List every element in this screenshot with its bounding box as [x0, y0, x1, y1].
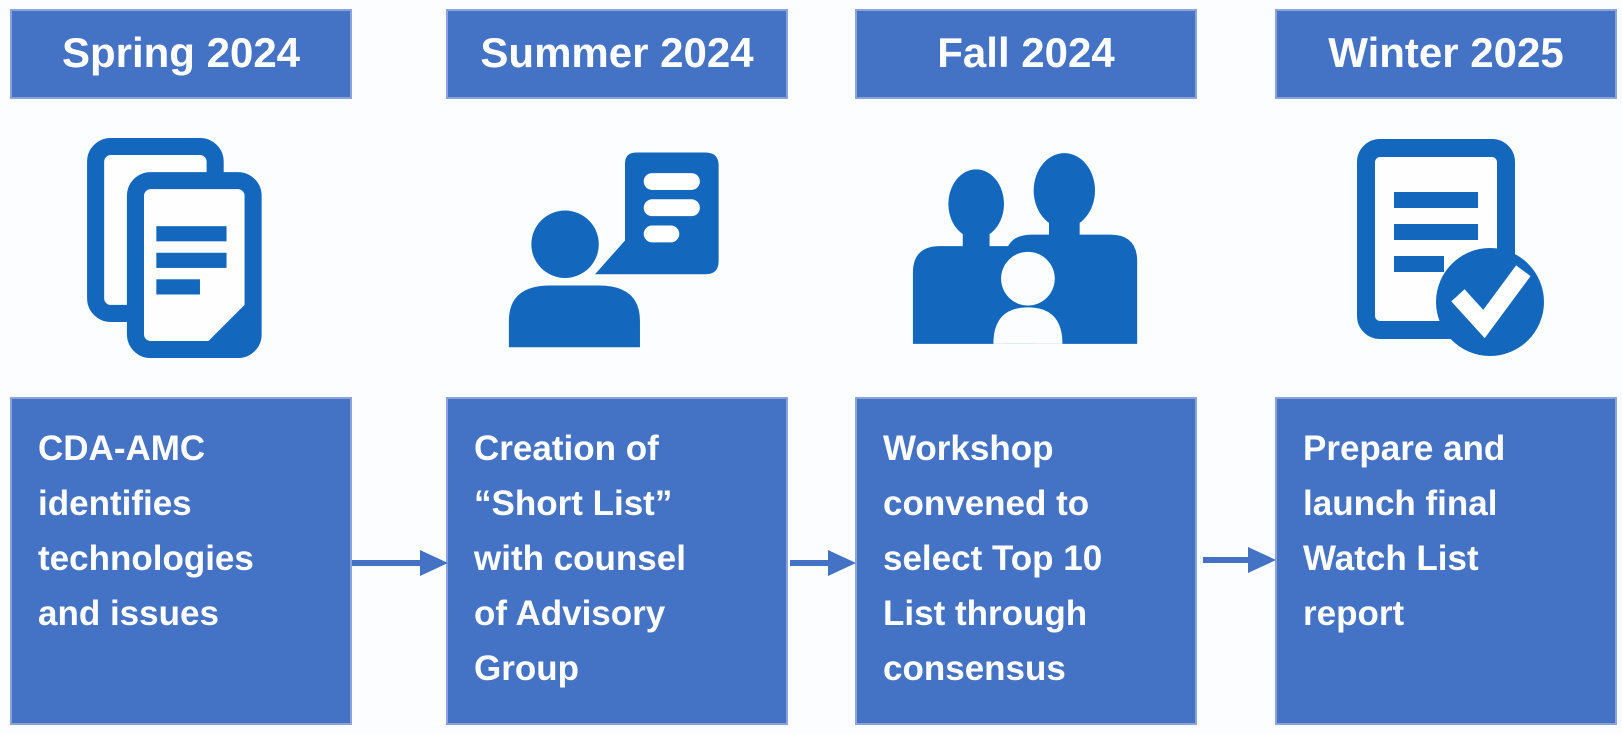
documents-icon [10, 99, 352, 397]
people-group-icon-svg [912, 153, 1138, 344]
flow-arrow [352, 550, 448, 576]
step-description: CDA-AMC identifies technologies and issu… [10, 397, 352, 725]
document-checkmark-icon-svg [1357, 139, 1544, 356]
timeline-column-summer-2024: Summer 2024 Creation of “Short List” wit… [446, 0, 788, 734]
period-header: Winter 2025 [1275, 9, 1617, 99]
step-description: Workshop convened to select Top 10 List … [855, 397, 1197, 725]
step-description: Prepare and launch final Watch List repo… [1275, 397, 1617, 725]
person-speech-bubble-icon [446, 99, 788, 397]
timeline-column-winter-2025: Winter 2025 Prepare and launch final Wat… [1275, 0, 1617, 734]
people-group-icon [855, 99, 1197, 397]
person-speech-bubble-icon-svg [508, 152, 719, 348]
period-header: Fall 2024 [855, 9, 1197, 99]
timeline-column-spring-2024: Spring 2024 CDA-AMC identifies technolog… [10, 0, 352, 734]
period-header: Summer 2024 [446, 9, 788, 99]
step-description: Creation of “Short List” with counsel of… [446, 397, 788, 725]
flow-arrow [790, 550, 856, 576]
document-checkmark-icon [1275, 99, 1617, 397]
period-header: Spring 2024 [10, 9, 352, 99]
flow-arrow [1203, 547, 1276, 573]
timeline-column-fall-2024: Fall 2024 Workshop convened to select To… [855, 0, 1197, 734]
documents-icon-svg [87, 137, 262, 359]
